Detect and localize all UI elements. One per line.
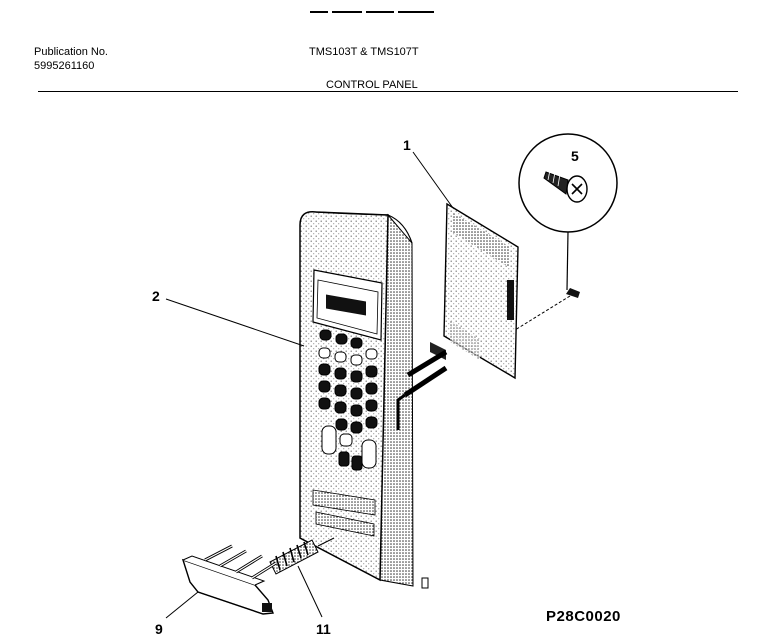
section-title: CONTROL PANEL: [326, 79, 418, 91]
callout-11: 11: [316, 621, 331, 637]
control-panel-part: [299, 211, 429, 589]
callout-2: 2: [152, 288, 160, 304]
model-numbers: TMS103T & TMS107T: [309, 46, 419, 58]
drawing-code: P28C0020: [546, 608, 621, 625]
callout-1: 1: [403, 137, 411, 153]
header-top-bar: [310, 0, 438, 13]
header-rule: [38, 91, 738, 92]
spring-part: [269, 537, 335, 575]
publication-label: Publication No.: [34, 46, 108, 58]
callout-5: 5: [571, 148, 579, 164]
leader-lines: [165, 151, 454, 619]
door-latch-part: [181, 544, 277, 615]
screw-part: [514, 133, 618, 331]
publication-number: 5995261160: [34, 60, 95, 72]
callout-9: 9: [155, 621, 163, 637]
keypad-buttons: [318, 329, 378, 471]
circuit-board-part: [396, 202, 519, 430]
